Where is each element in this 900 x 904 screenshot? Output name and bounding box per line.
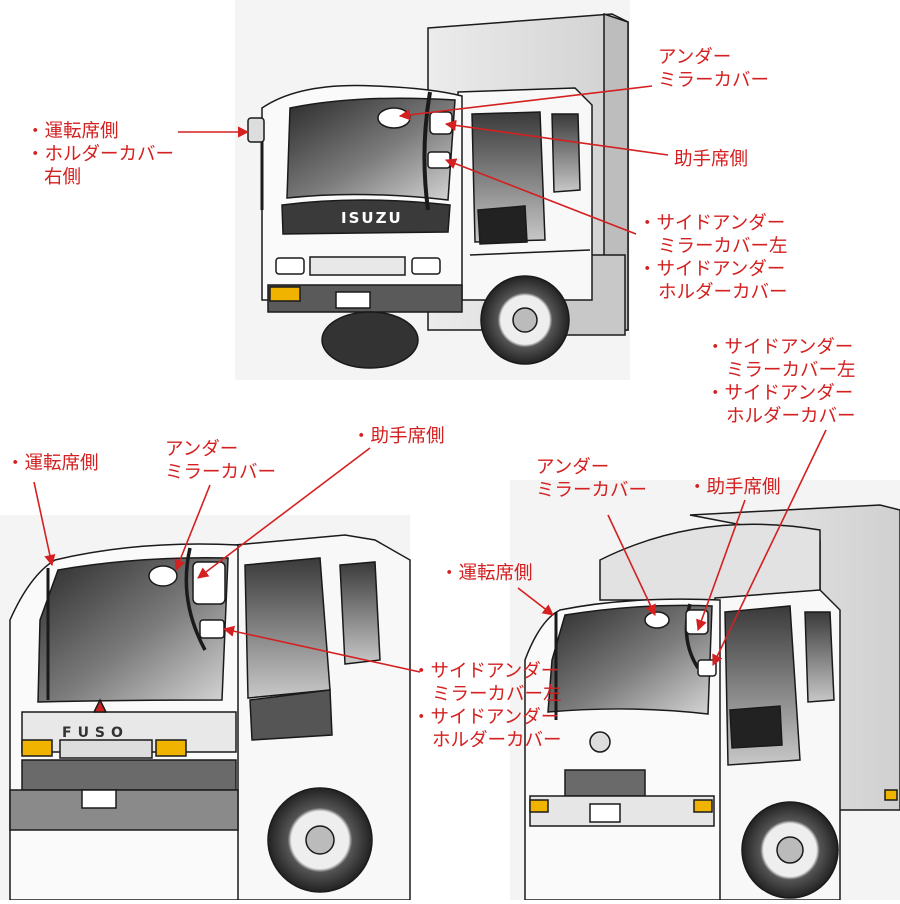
p1-driver-side-text: ・運転席側 — [26, 121, 119, 142]
p1-label-side-under: ・サイドアンダー ミラーカバー左 ・サイドアンダー ホルダーカバー — [638, 212, 788, 304]
brand-fuso: FUSO — [62, 725, 129, 741]
p3-under-mirror-line-1: アンダー — [536, 457, 610, 478]
p2-label-passenger-side: ・助手席側 — [352, 425, 445, 448]
p1-holder-cover-suffix: 右側 — [44, 167, 82, 188]
p1-side-under-1: ・サイドアンダー — [638, 213, 786, 234]
p2-driver-side-text: ・運転席側 — [6, 453, 99, 474]
p3-side-under-2: ミラーカバー左 — [726, 360, 856, 381]
p3-under-mirror-line-2: ミラーカバー — [536, 480, 648, 501]
p2-side-under-4: ホルダーカバー — [432, 730, 562, 751]
truck-isuzu — [247, 12, 629, 369]
p1-under-mirror-line-2: ミラーカバー — [658, 70, 770, 91]
brand-isuzu: ISUZU — [341, 209, 403, 227]
p2-label-driver-side: ・運転席側 — [6, 452, 99, 475]
p2-label-side-under: ・サイドアンダー ミラーカバー左 ・サイドアンダー ホルダーカバー — [412, 660, 562, 752]
p1-side-under-3: ・サイドアンダー — [638, 259, 786, 280]
p1-holder-cover-text: ・ホルダーカバー — [26, 144, 175, 165]
p3-label-passenger-side: ・助手席側 — [688, 476, 781, 499]
p2-under-mirror-line-2: ミラーカバー — [165, 462, 277, 483]
p1-label-passenger-side: 助手席側 — [674, 148, 748, 171]
p1-label-driver-side: ・運転席側 ・ホルダーカバー 右側 — [26, 120, 174, 189]
p1-side-under-4: ホルダーカバー — [658, 282, 788, 303]
p3-side-under-3: ・サイドアンダー — [706, 383, 854, 404]
arrows-panel-3 — [517, 429, 827, 667]
p1-under-mirror-line-1: アンダー — [658, 47, 732, 68]
p2-under-mirror-line-1: アンダー — [165, 439, 239, 460]
p2-passenger-side-text: ・助手席側 — [352, 426, 445, 447]
p2-label-under-mirror-cover: アンダー ミラーカバー — [165, 438, 276, 484]
p3-passenger-side-text: ・助手席側 — [688, 477, 781, 498]
p3-side-under-1: ・サイドアンダー — [706, 337, 854, 358]
p3-label-side-under: ・サイドアンダー ミラーカバー左 ・サイドアンダー ホルダーカバー — [706, 336, 856, 428]
p2-side-under-3: ・サイドアンダー — [412, 707, 560, 728]
truck-hino — [524, 504, 900, 901]
p3-side-under-4: ホルダーカバー — [726, 406, 856, 427]
p3-label-under-mirror-cover: アンダー ミラーカバー — [536, 456, 647, 502]
arrows-panel-2 — [33, 447, 421, 673]
p1-passenger-side-text: 助手席側 — [674, 149, 749, 170]
p2-side-under-2: ミラーカバー左 — [432, 684, 562, 705]
truck-fuso — [9, 534, 411, 901]
arrows-panel-1 — [178, 85, 669, 235]
p3-label-driver-side: ・運転席側 — [440, 562, 533, 585]
p2-side-under-1: ・サイドアンダー — [412, 661, 560, 682]
p1-label-under-mirror-cover: アンダー ミラーカバー — [658, 46, 769, 92]
p1-side-under-2: ミラーカバー左 — [658, 236, 788, 257]
p3-driver-side-text: ・運転席側 — [440, 563, 533, 584]
